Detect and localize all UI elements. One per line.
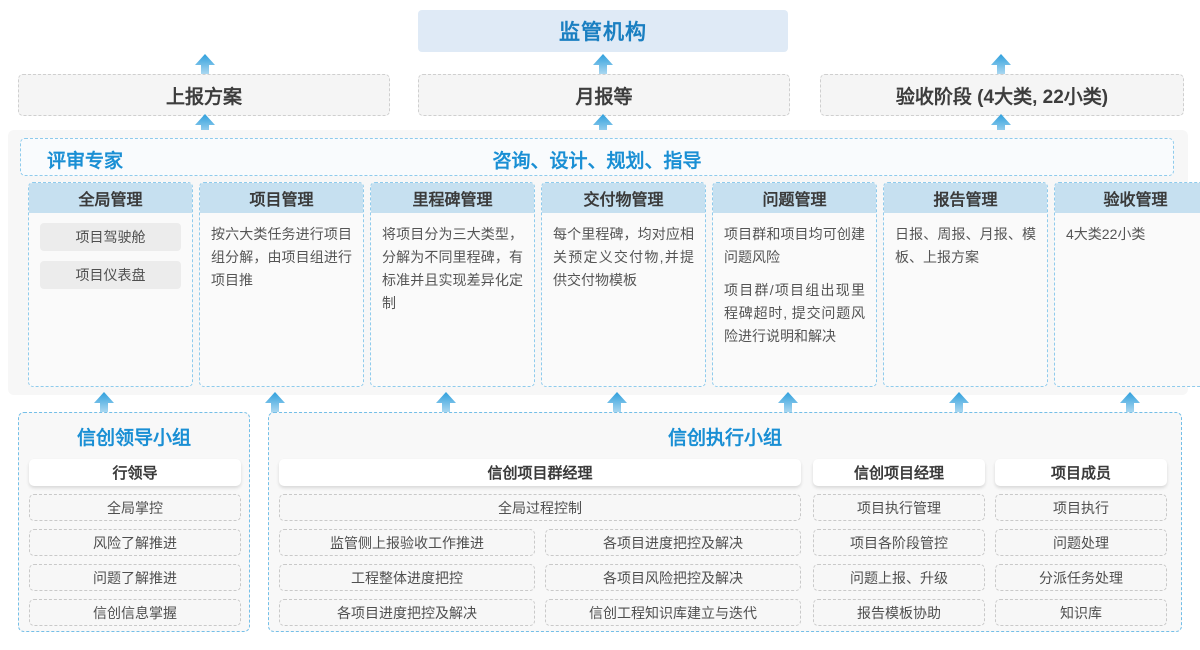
list-item[interactable]: 知识库 bbox=[995, 599, 1167, 626]
list-item[interactable]: 各项目风险把控及解决 bbox=[545, 564, 801, 591]
column-paragraph: 按六大类任务进行项目组分解，由项目组进行项目推 bbox=[211, 226, 352, 289]
arrow-up-icon bbox=[435, 392, 457, 418]
leader-group-list: 行领导 全局掌控 风险了解推进 问题了解推进 信创信息掌握 bbox=[29, 459, 241, 626]
column-body: 按六大类任务进行项目组分解，由项目组进行项目推 bbox=[200, 213, 363, 292]
arrow-up-icon bbox=[194, 54, 216, 80]
list-item[interactable]: 项目执行 bbox=[995, 494, 1167, 521]
list-item[interactable]: 全局掌控 bbox=[29, 494, 241, 521]
role-bar-program-manager[interactable]: 信创项目群经理 bbox=[279, 459, 801, 486]
management-panel-header: 评审专家 咨询、设计、规划、指导 bbox=[20, 138, 1174, 176]
column-body: 项目驾驶舱 项目仪表盘 bbox=[29, 213, 192, 289]
exec-group-panel: 信创执行小组 信创项目群经理 全局过程控制 监管侧上报验收工作推进 各项目进度把… bbox=[268, 412, 1182, 632]
list-item[interactable]: 各项目进度把控及解决 bbox=[279, 599, 535, 626]
column-body: 项目群和项目均可创建问题风险 项目群/项目组出现里程碑超时, 提交问题风险进行说… bbox=[713, 213, 876, 348]
column-issue-management[interactable]: 问题管理 项目群和项目均可创建问题风险 项目群/项目组出现里程碑超时, 提交问题… bbox=[712, 182, 877, 387]
column-acceptance-management[interactable]: 验收管理 4大类22小类 bbox=[1054, 182, 1200, 387]
column-paragraph: 每个里程碑，均对应相关预定义交付物,并提供交付物模板 bbox=[553, 226, 694, 289]
column-global-management[interactable]: 全局管理 项目驾驶舱 项目仪表盘 bbox=[28, 182, 193, 387]
column-body: 4大类22小类 bbox=[1055, 213, 1200, 246]
role-bar-bank-leader[interactable]: 行领导 bbox=[29, 459, 241, 486]
list-item[interactable]: 报告模板协助 bbox=[813, 599, 985, 626]
list-item[interactable]: 项目各阶段管控 bbox=[813, 529, 985, 556]
column-paragraph: 项目群和项目均可创建问题风险 bbox=[724, 226, 865, 266]
column-title: 交付物管理 bbox=[542, 183, 705, 213]
arrow-up-icon bbox=[606, 392, 628, 418]
arrow-up-icon bbox=[264, 392, 286, 418]
list-item[interactable]: 工程整体进度把控 bbox=[279, 564, 535, 591]
table-row: 工程整体进度把控 各项目风险把控及解决 bbox=[279, 564, 801, 591]
list-item[interactable]: 项目驾驶舱 bbox=[40, 223, 181, 251]
consulting-label: 咨询、设计、规划、指导 bbox=[492, 151, 702, 172]
arrow-up-icon bbox=[592, 54, 614, 80]
table-row: 监管侧上报验收工作推进 各项目进度把控及解决 bbox=[279, 529, 801, 556]
list-item[interactable]: 分派任务处理 bbox=[995, 564, 1167, 591]
column-paragraph: 项目群/项目组出现里程碑超时, 提交问题风险进行说明和解决 bbox=[724, 282, 865, 345]
column-project-management[interactable]: 项目管理 按六大类任务进行项目组分解，由项目组进行项目推 bbox=[199, 182, 364, 387]
leader-group-title: 信创领导小组 bbox=[76, 428, 191, 449]
role-bar-project-manager[interactable]: 信创项目经理 bbox=[813, 459, 985, 486]
column-title: 报告管理 bbox=[884, 183, 1047, 213]
column-title: 问题管理 bbox=[713, 183, 876, 213]
arrow-up-icon bbox=[990, 114, 1012, 140]
report-row: 上报方案 月报等 验收阶段 (4大类, 22小类) bbox=[0, 74, 1200, 116]
list-item[interactable]: 问题上报、升级 bbox=[813, 564, 985, 591]
list-item[interactable]: 问题处理 bbox=[995, 529, 1167, 556]
arrow-up-icon bbox=[592, 114, 614, 140]
list-item[interactable]: 全局过程控制 bbox=[279, 494, 801, 521]
arrow-up-icon bbox=[93, 392, 115, 418]
column-deliverable-management[interactable]: 交付物管理 每个里程碑，均对应相关预定义交付物,并提供交付物模板 bbox=[541, 182, 706, 387]
report-box-acceptance: 验收阶段 (4大类, 22小类) bbox=[820, 74, 1184, 116]
list-item[interactable]: 信创信息掌握 bbox=[29, 599, 241, 626]
arrow-up-icon bbox=[777, 392, 799, 418]
column-body: 将项目分为三大类型，分解为不同里程碑，有标准并且实现差异化定制 bbox=[371, 213, 534, 315]
arrow-up-icon bbox=[990, 54, 1012, 80]
leader-group-panel: 信创领导小组 行领导 全局掌控 风险了解推进 问题了解推进 信创信息掌握 bbox=[18, 412, 250, 632]
list-item[interactable]: 风险了解推进 bbox=[29, 529, 241, 556]
arrow-up-icon bbox=[194, 114, 216, 140]
management-panel: 评审专家 咨询、设计、规划、指导 全局管理 项目驾驶舱 项目仪表盘 项目管理 按… bbox=[8, 130, 1200, 395]
review-expert-label: 评审专家 bbox=[47, 151, 124, 172]
column-title: 项目管理 bbox=[200, 183, 363, 213]
column-milestone-management[interactable]: 里程碑管理 将项目分为三大类型，分解为不同里程碑，有标准并且实现差异化定制 bbox=[370, 182, 535, 387]
regulator-label: 监管机构 bbox=[559, 21, 647, 44]
list-item[interactable]: 信创工程知识库建立与迭代 bbox=[545, 599, 801, 626]
list-item[interactable]: 监管侧上报验收工作推进 bbox=[279, 529, 535, 556]
program-manager-block: 信创项目群经理 全局过程控制 监管侧上报验收工作推进 各项目进度把控及解决 工程… bbox=[279, 459, 801, 626]
arrow-up-icon bbox=[948, 392, 970, 418]
project-manager-block: 信创项目经理 项目执行管理 项目各阶段管控 问题上报、升级 报告模板协助 bbox=[813, 459, 985, 626]
list-item[interactable]: 问题了解推进 bbox=[29, 564, 241, 591]
project-member-block: 项目成员 项目执行 问题处理 分派任务处理 知识库 bbox=[995, 459, 1167, 626]
column-title: 里程碑管理 bbox=[371, 183, 534, 213]
list-item[interactable]: 各项目进度把控及解决 bbox=[545, 529, 801, 556]
role-bar-project-member[interactable]: 项目成员 bbox=[995, 459, 1167, 486]
list-item[interactable]: 项目仪表盘 bbox=[40, 261, 181, 289]
report-box-monthly: 月报等 bbox=[418, 74, 790, 116]
report-box-plan: 上报方案 bbox=[18, 74, 390, 116]
column-paragraph: 4大类22小类 bbox=[1066, 226, 1146, 242]
arrow-up-icon bbox=[1119, 392, 1141, 418]
regulator-box: 监管机构 bbox=[418, 10, 788, 52]
column-title: 全局管理 bbox=[29, 183, 192, 213]
column-title: 验收管理 bbox=[1055, 183, 1200, 213]
column-paragraph: 日报、周报、月报、模板、上报方案 bbox=[895, 226, 1036, 266]
management-columns: 全局管理 项目驾驶舱 项目仪表盘 项目管理 按六大类任务进行项目组分解，由项目组… bbox=[28, 182, 1200, 387]
exec-group-title: 信创执行小组 bbox=[667, 428, 782, 449]
column-body: 日报、周报、月报、模板、上报方案 bbox=[884, 213, 1047, 269]
table-row: 各项目进度把控及解决 信创工程知识库建立与迭代 bbox=[279, 599, 801, 626]
list-item[interactable]: 项目执行管理 bbox=[813, 494, 985, 521]
column-report-management[interactable]: 报告管理 日报、周报、月报、模板、上报方案 bbox=[883, 182, 1048, 387]
column-body: 每个里程碑，均对应相关预定义交付物,并提供交付物模板 bbox=[542, 213, 705, 292]
column-paragraph: 将项目分为三大类型，分解为不同里程碑，有标准并且实现差异化定制 bbox=[382, 226, 523, 312]
